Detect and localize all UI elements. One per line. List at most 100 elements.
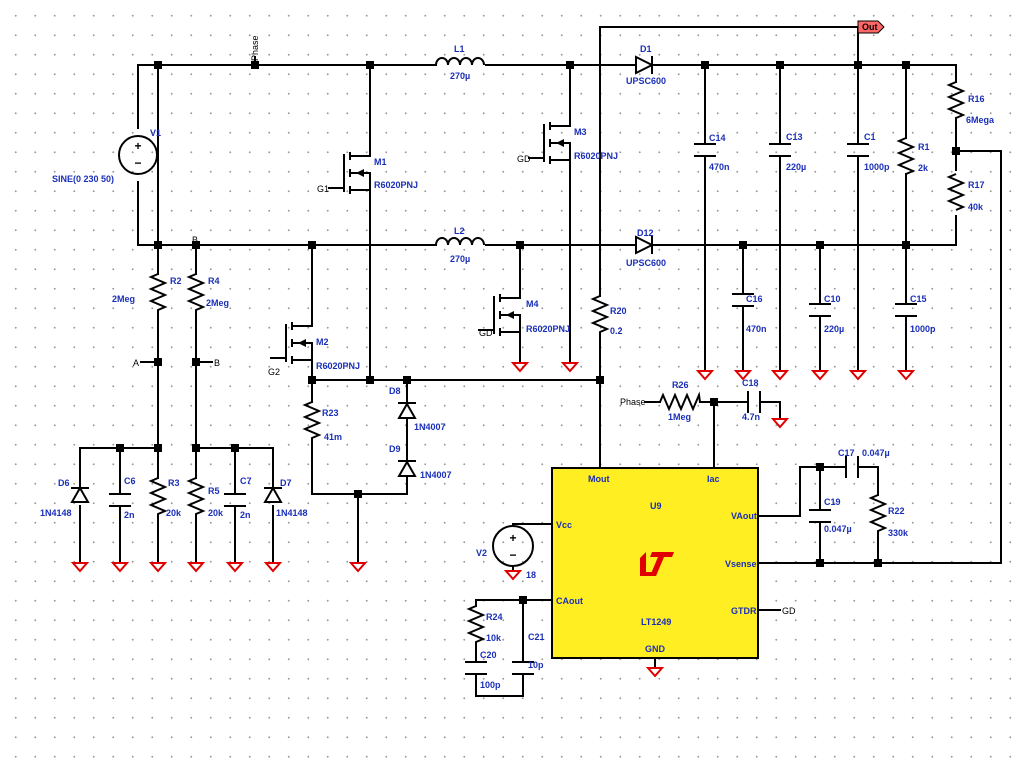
wires [79, 26, 1002, 697]
r1-value: 2k [918, 163, 929, 173]
l1-ref: L1 [454, 44, 465, 54]
r16-ref: R16 [968, 94, 985, 104]
resistor-r4: R4 2Meg [186, 273, 229, 316]
m1-value: R6020PNJ [374, 180, 418, 190]
inductor-l1: L1 270µ [435, 44, 485, 81]
junction-dots [116, 61, 960, 604]
diode-d9: D9 1N4007 [389, 444, 452, 480]
d1-ref: D1 [640, 44, 652, 54]
net-out: Out [862, 22, 878, 32]
r26-value: 1Meg [668, 412, 691, 422]
c15-ref: C15 [910, 294, 927, 304]
mosfet-m1: M1 R6020PNJ [328, 148, 418, 198]
net-phase-iac: Phase [620, 397, 646, 407]
mosfet-m2: M2 R6020PNJ [270, 318, 360, 371]
mosfet-m3: M3 R6020PNJ [528, 118, 618, 168]
source-v1: + − V1 SINE(0 230 50) [52, 128, 161, 184]
c18-ref: C18 [742, 378, 759, 388]
net-a: A [133, 358, 139, 368]
pin-vaout: VAout [731, 511, 757, 521]
r17-value: 40k [968, 202, 984, 212]
ic-body [551, 467, 759, 659]
c14-value: 470n [709, 162, 730, 172]
r3-value: 20k [166, 508, 182, 518]
net-g2: G2 [268, 367, 280, 377]
diode-d6: D6 1N4148 [40, 478, 90, 518]
ic-ref: U9 [650, 501, 662, 511]
c10-ref: C10 [824, 294, 841, 304]
m3-value: R6020PNJ [574, 151, 618, 161]
d8-ref: D8 [389, 386, 401, 396]
c6-ref: C6 [124, 476, 136, 486]
v2-value: 18 [526, 570, 536, 580]
r26-ref: R26 [672, 380, 689, 390]
r17-ref: R17 [968, 180, 985, 190]
svg-text:−: − [509, 548, 516, 562]
linear-technology-logo-icon [640, 552, 674, 576]
resistor-r16: R16 6Mega [946, 81, 995, 125]
svg-text:−: − [134, 156, 141, 170]
net-b-top: B [192, 235, 198, 245]
c15-value: 1000p [910, 324, 936, 334]
c6-value: 2n [124, 510, 135, 520]
c21-ref: C21 [528, 632, 545, 642]
net-gd-gtdr: GD [782, 606, 796, 616]
mosfet-m4: M4 R6020PNJ [478, 290, 570, 340]
net-b: B [214, 358, 220, 368]
c20-ref: C20 [480, 650, 497, 660]
capacitor-c18: C18 4.7n [742, 378, 761, 422]
source-v2: + − V2 18 [476, 525, 536, 580]
r3-ref: R3 [168, 478, 180, 488]
l2-value: 270µ [450, 254, 470, 264]
d6-value: 1N4148 [40, 508, 72, 518]
v1-value: SINE(0 230 50) [52, 174, 114, 184]
c1-value: 1000p [864, 162, 890, 172]
c17-value: 0.047µ [862, 448, 890, 458]
d7-ref: D7 [280, 478, 292, 488]
resistor-r1: R1 2k [896, 137, 930, 175]
capacitor-c19: C19 0.047µ [809, 497, 852, 534]
resistor-r26: R26 1Meg [659, 380, 701, 422]
c21-value: 10p [528, 660, 544, 670]
c13-value: 220µ [786, 162, 806, 172]
c7-value: 2n [240, 510, 251, 520]
ground-icon [72, 362, 914, 677]
capacitor-c14: C14 470n [694, 133, 730, 172]
pin-caout: CAout [556, 596, 583, 606]
c13-ref: C13 [786, 132, 803, 142]
r23-ref: R23 [322, 408, 339, 418]
r23-value: 41m [324, 432, 342, 442]
capacitor-c20: C20 100p [465, 650, 501, 690]
d9-ref: D9 [389, 444, 401, 454]
d8-value: 1N4007 [414, 422, 446, 432]
r24-ref: R24 [486, 612, 503, 622]
c20-value: 100p [480, 680, 501, 690]
diode-d12: D12 UPSC600 [626, 228, 666, 268]
d9-value: 1N4007 [420, 470, 452, 480]
d7-value: 1N4148 [276, 508, 308, 518]
svg-text:+: + [509, 531, 516, 545]
r2-value: 2Meg [112, 294, 135, 304]
r1-ref: R1 [918, 142, 930, 152]
net-g1: G1 [317, 184, 329, 194]
capacitor-c10: C10 220µ [809, 294, 844, 334]
capacitor-c13: C13 220µ [769, 132, 806, 172]
v1-ref: V1 [150, 128, 161, 138]
capacitor-c21: C21 10p [512, 632, 545, 675]
m1-ref: M1 [374, 157, 387, 167]
resistor-r17: R17 40k [946, 173, 985, 212]
c16-ref: C16 [746, 294, 763, 304]
c10-value: 220µ [824, 324, 844, 334]
resistor-r20: R20 0.2 [590, 295, 627, 340]
r24-value: 10k [486, 633, 502, 643]
diode-d7: D7 1N4148 [263, 478, 308, 518]
resistor-r22: R22 330k [868, 494, 909, 541]
pin-gnd: GND [645, 644, 666, 654]
c19-value: 0.047µ [824, 524, 852, 534]
r20-value: 0.2 [610, 326, 623, 336]
r4-value: 2Meg [206, 298, 229, 308]
r22-ref: R22 [888, 506, 905, 516]
d12-ref: D12 [637, 228, 654, 238]
capacitor-c6: C6 2n [109, 476, 136, 520]
r16-value: 6Mega [966, 115, 995, 125]
